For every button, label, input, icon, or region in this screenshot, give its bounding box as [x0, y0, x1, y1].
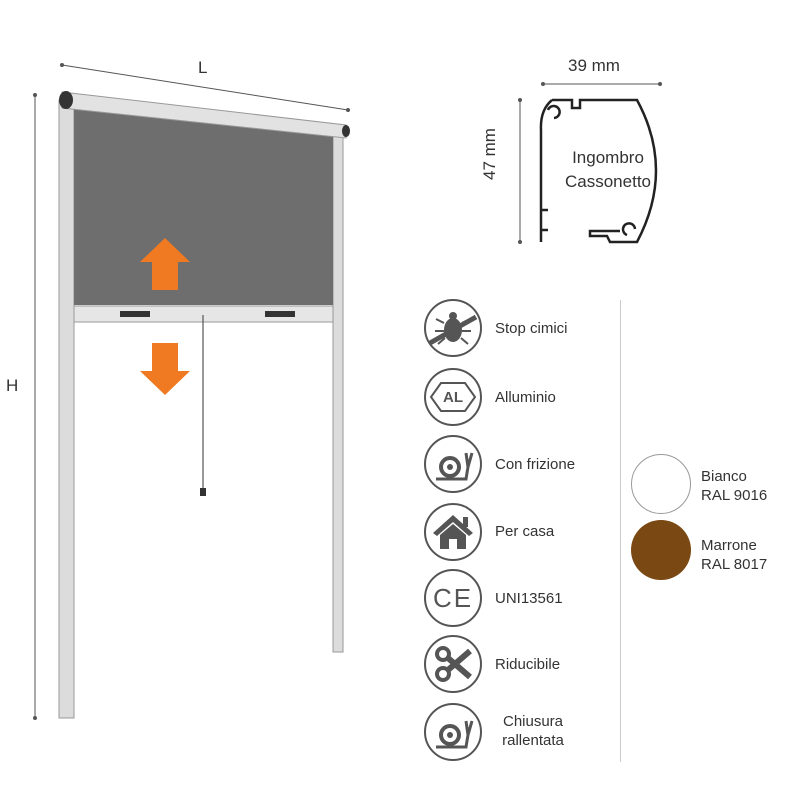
snail-icon	[424, 435, 482, 493]
no-bug-icon	[424, 299, 482, 357]
cassette-profile-drawing	[518, 82, 662, 244]
house-icon	[424, 503, 482, 561]
roller-screen-drawing	[33, 63, 350, 720]
feature-label: Alluminio	[495, 389, 556, 406]
cassette-end-cap	[59, 91, 73, 109]
aluminium-hexagon-icon: AL	[424, 368, 482, 426]
width-dimension-line	[61, 64, 349, 111]
height-label: H	[6, 376, 19, 395]
width-label: L	[198, 58, 208, 77]
profile-title: Ingombro Cassonetto	[565, 148, 651, 191]
arrow-up-icon	[140, 238, 190, 290]
feature-label: Con frizione	[495, 456, 576, 473]
feature-label: Riducibile	[495, 656, 561, 673]
feature-label: UNI13561	[495, 590, 563, 607]
mesh-screen	[74, 108, 333, 305]
ce-mark-icon: CE	[424, 569, 482, 627]
color-swatch-white	[631, 454, 691, 514]
separator-line	[620, 300, 621, 762]
right-guide-rail	[332, 129, 344, 653]
arrow-down-icon	[140, 343, 190, 395]
left-guide-rail	[58, 99, 75, 719]
feature-label: Per casa	[495, 523, 555, 540]
profile-height-label: 47 mm	[480, 128, 499, 180]
color-swatch-brown	[631, 520, 691, 580]
feature-label: Stop cimici	[495, 320, 568, 337]
scissors-icon	[424, 635, 482, 693]
profile-width-label: 39 mm	[568, 56, 620, 75]
feature-label: Chiusura rallentata	[502, 713, 564, 749]
snail-icon	[424, 703, 482, 761]
